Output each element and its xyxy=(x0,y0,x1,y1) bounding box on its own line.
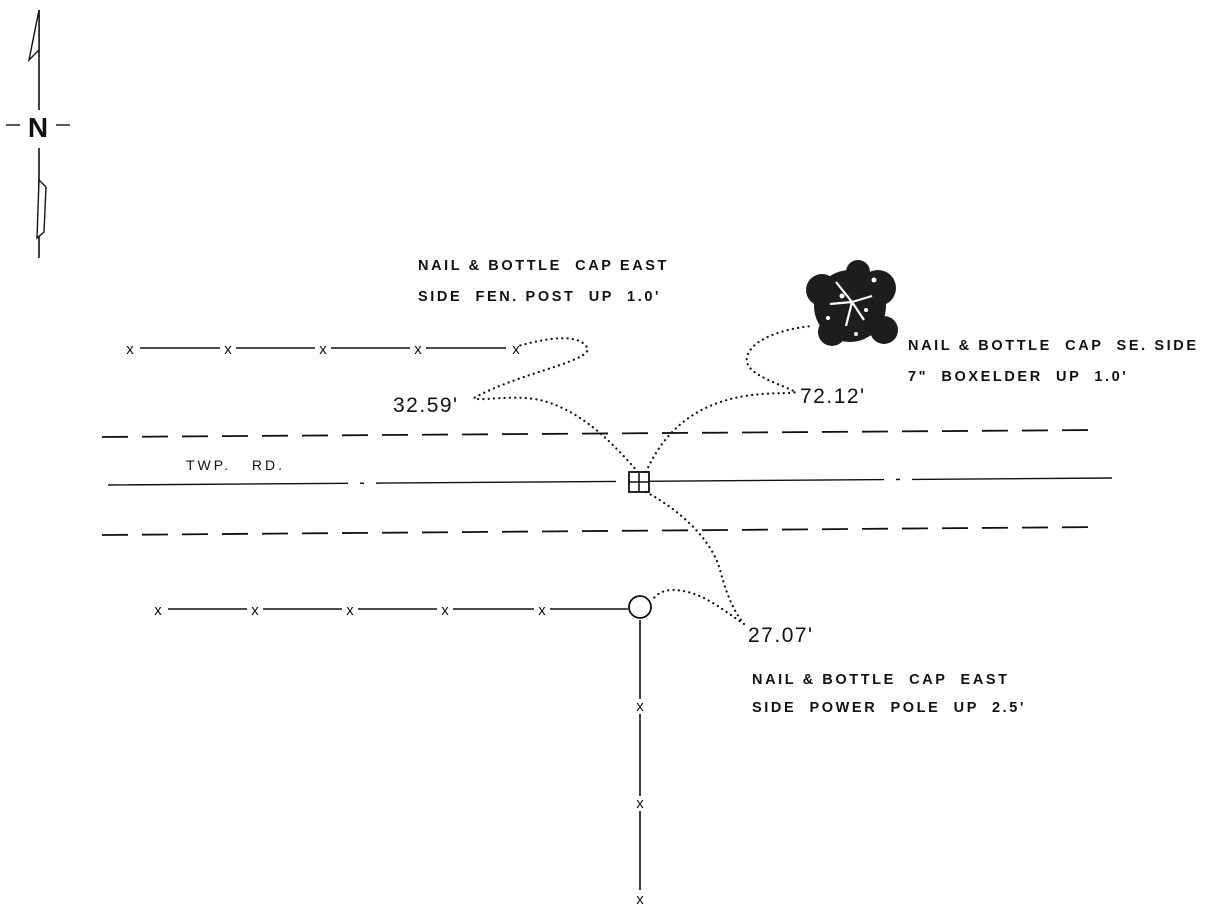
distance-power-pole: 27.07' xyxy=(748,624,814,647)
benchmark-icon xyxy=(628,471,650,493)
distance-fence-post: 32.59' xyxy=(393,394,459,417)
road-label: TWP. RD. xyxy=(186,457,285,473)
north-letter: N xyxy=(28,112,48,143)
fence-marker: x xyxy=(224,341,232,358)
fence-marker: x xyxy=(414,341,422,358)
south-fence-line: x x x x x xyxy=(154,602,628,619)
fence-marker: x xyxy=(319,341,327,358)
fence-marker: x xyxy=(636,795,644,812)
fence-marker: x xyxy=(126,341,134,358)
fence-marker: x xyxy=(512,341,520,358)
fence-marker: x xyxy=(346,602,354,619)
note-power-pole-line-2: SIDE POWER POLE UP 2.5' xyxy=(752,700,1026,716)
tie-line-fence-post xyxy=(471,337,640,474)
fence-marker: x xyxy=(441,602,449,619)
note-fence-post-line-2: SIDE FEN. POST UP 1.0' xyxy=(418,289,661,305)
power-pole-icon xyxy=(628,595,652,619)
south-fence-branch: x x x xyxy=(636,620,644,907)
fence-marker: x xyxy=(538,602,546,619)
fence-marker: x xyxy=(154,602,162,619)
distance-boxelder: 72.12' xyxy=(800,385,866,408)
note-boxelder-line-2: 7" BOXELDER UP 1.0' xyxy=(908,369,1128,385)
north-arrow-icon: N xyxy=(6,9,70,258)
fence-marker: x xyxy=(636,698,644,715)
tie-line-power-pole xyxy=(644,490,745,625)
road-south-edge xyxy=(101,526,1101,536)
tree-icon xyxy=(806,260,898,346)
road-center-line xyxy=(107,477,1113,486)
fence-marker: x xyxy=(636,891,644,907)
note-power-pole-line-1: NAIL & BOTTLE CAP EAST xyxy=(752,672,1010,688)
north-fence-line: x x x x x xyxy=(126,341,520,358)
note-boxelder-line-1: NAIL & BOTTLE CAP SE. SIDE xyxy=(908,338,1199,354)
tie-line-boxelder xyxy=(644,324,814,474)
fence-marker: x xyxy=(251,602,259,619)
note-fence-post-line-1: NAIL & BOTTLE CAP EAST xyxy=(418,258,669,274)
